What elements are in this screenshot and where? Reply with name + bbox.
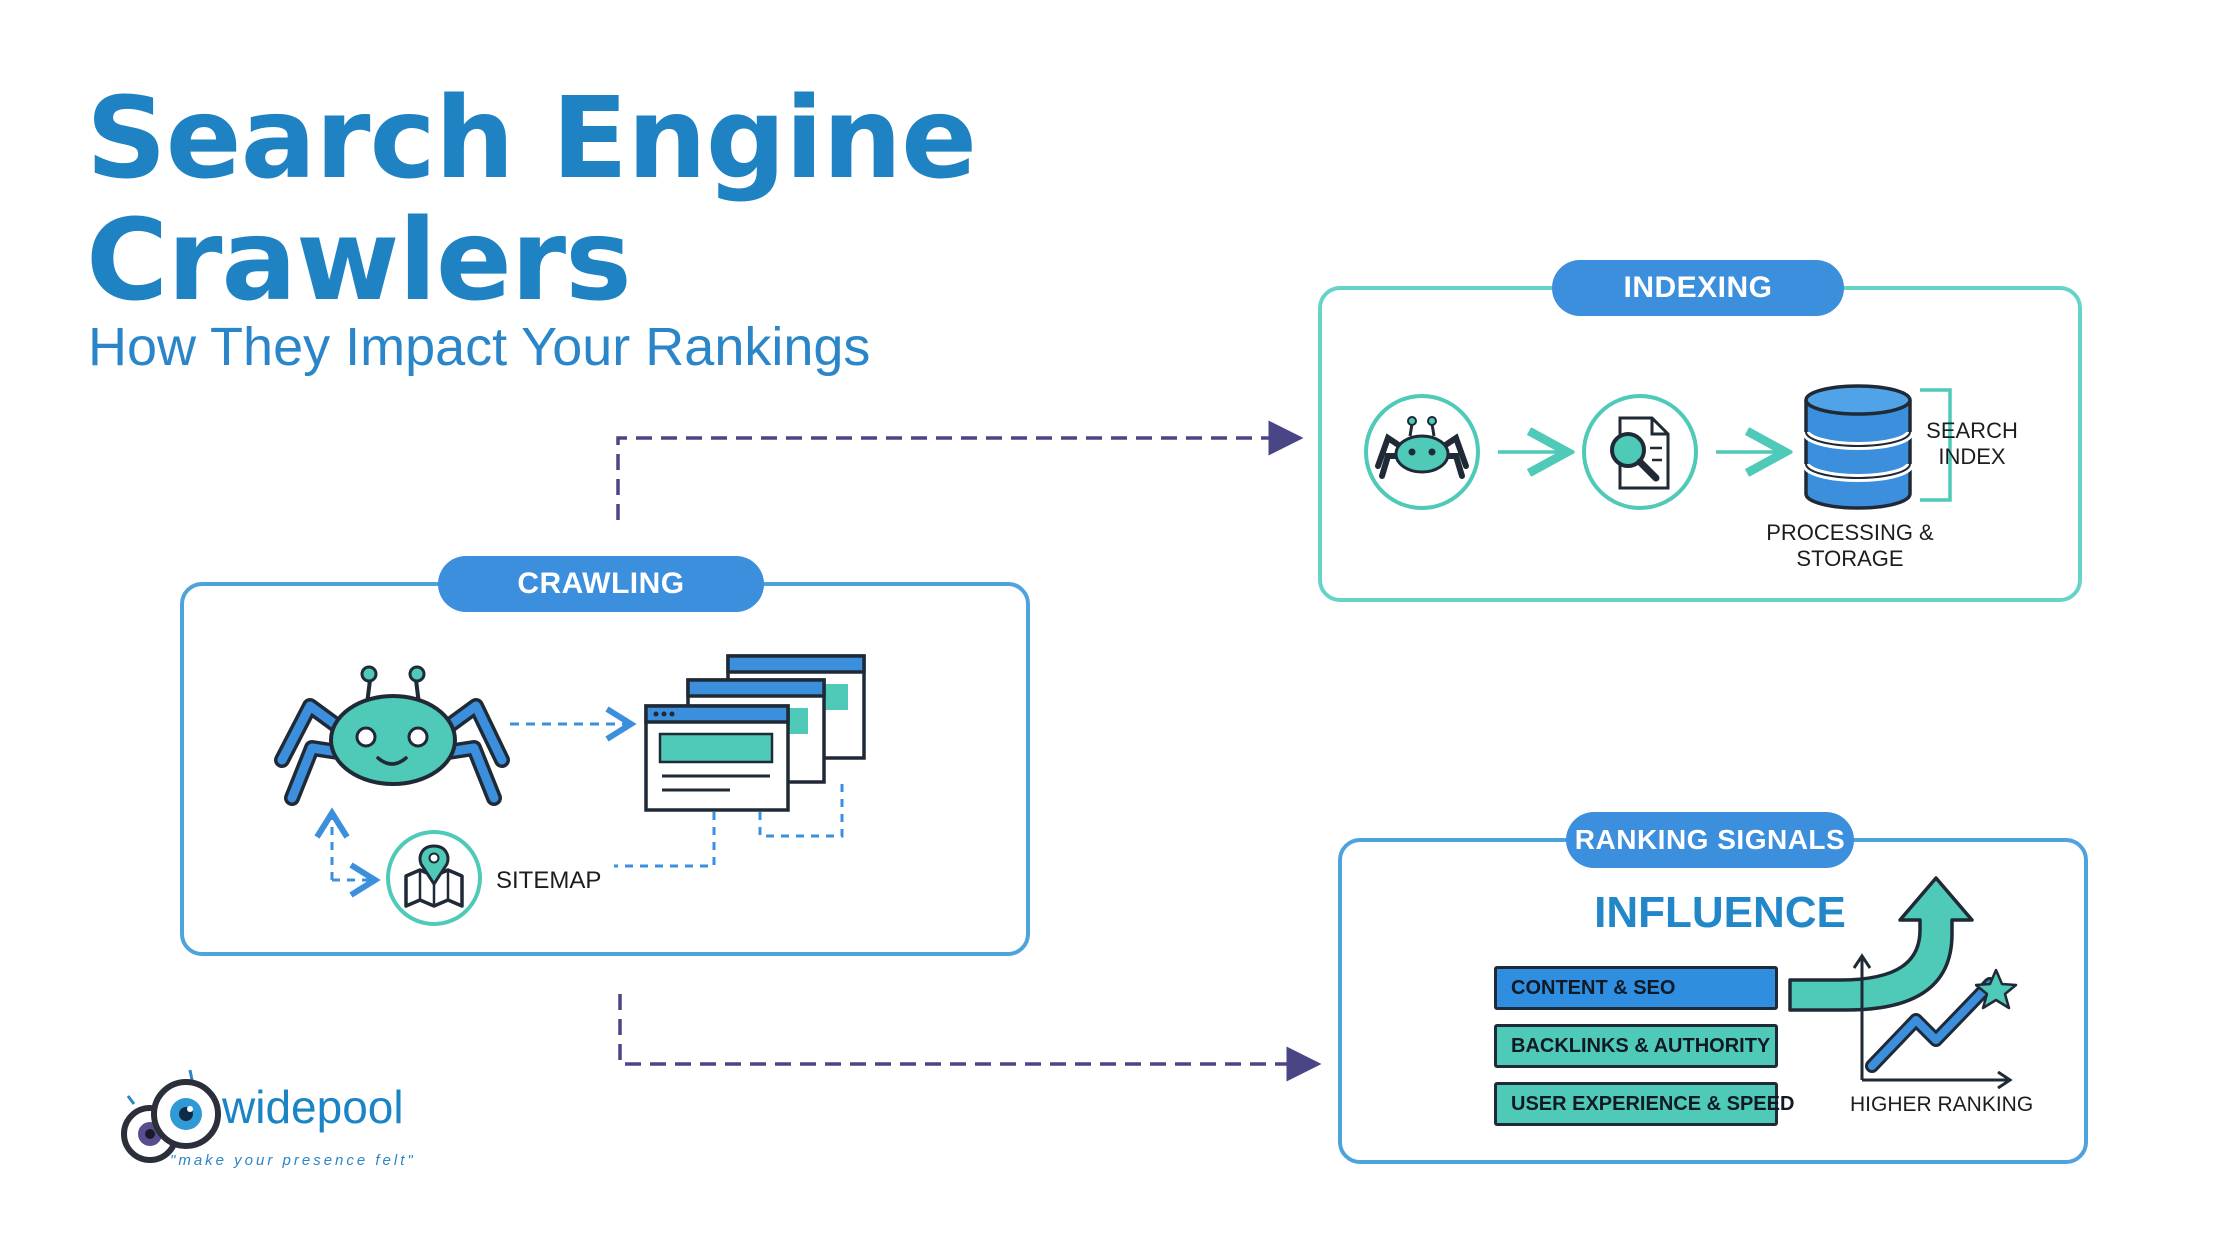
processing-storage-label: PROCESSING & STORAGE: [1766, 520, 1934, 571]
document-search-icon: [1582, 394, 1698, 510]
ranking-signals-pill: RANKING SIGNALS: [1566, 812, 1854, 868]
influence-title: INFLUENCE: [1594, 888, 1846, 937]
sitemap-label: SITEMAP: [496, 867, 602, 894]
small-spider-icon: [1364, 394, 1480, 510]
signal-user-experience-speed: USER EXPERIENCE & SPEED: [1494, 1082, 1794, 1126]
page-title-line1: Search Engine: [86, 74, 977, 204]
page-title: Search Engine Crawlers: [86, 74, 977, 326]
eye-logo-icon: [121, 1069, 221, 1163]
growth-arrow-icon: [1788, 876, 1974, 1012]
indexing-pill: INDEXING: [1552, 260, 1844, 316]
sitemap-map-icon: [386, 830, 482, 926]
spider-icon: [274, 665, 510, 806]
crawling-pill: CRAWLING: [438, 556, 764, 612]
star-icon: [1974, 968, 2018, 1010]
logo-wordmark: widepool: [222, 1081, 404, 1133]
connector-crawl-to-index: [616, 420, 1304, 520]
connector-crawl-to-rank: [618, 994, 1322, 1082]
ranking-chart-icon: [1852, 953, 2013, 1090]
database-icon: [1802, 384, 1914, 510]
page-subtitle: How They Impact Your Rankings: [88, 317, 871, 377]
page-title-line2: Crawlers: [86, 196, 632, 326]
search-index-label: SEARCH INDEX: [1926, 418, 2018, 469]
logo-tagline: "make your presence felt": [170, 1152, 416, 1169]
web-pages-icon: [644, 654, 866, 812]
signal-content-seo: CONTENT & SEO: [1494, 966, 1778, 1010]
higher-ranking-label: HIGHER RANKING: [1850, 1093, 2034, 1116]
signal-backlinks-authority: BACKLINKS & AUTHORITY: [1494, 1024, 1778, 1068]
